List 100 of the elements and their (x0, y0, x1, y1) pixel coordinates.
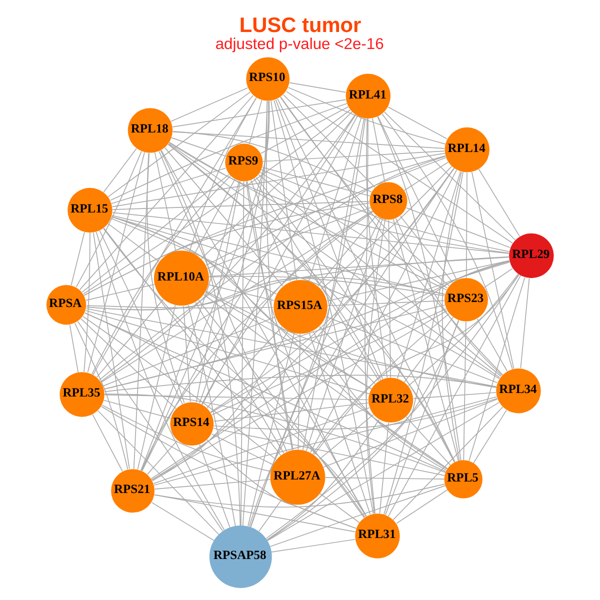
connector (92, 414, 123, 472)
connector (286, 91, 513, 244)
connector (262, 150, 445, 162)
connector (326, 260, 510, 302)
connector (137, 304, 176, 470)
connector (82, 174, 230, 293)
connector (210, 260, 510, 414)
connector (154, 484, 446, 508)
connector (86, 276, 446, 310)
connector (262, 166, 371, 196)
connector (317, 215, 377, 287)
connector (240, 180, 244, 526)
connector (172, 131, 372, 193)
connector (164, 147, 284, 286)
connector (96, 298, 164, 378)
connector (84, 232, 90, 372)
connector (318, 414, 374, 460)
connector (70, 232, 85, 286)
connector (97, 410, 220, 535)
connector (312, 330, 447, 471)
connector (198, 300, 365, 518)
connector (142, 114, 356, 472)
connector (80, 318, 176, 410)
connector (396, 218, 502, 376)
connector (92, 175, 231, 375)
connector (277, 98, 456, 462)
connector (325, 477, 445, 480)
connector (189, 98, 257, 252)
connector (112, 201, 370, 210)
connector (84, 312, 446, 472)
connector (406, 207, 511, 248)
connector (203, 294, 448, 469)
connector (104, 304, 446, 390)
node-circle: RPL27A (270, 450, 326, 505)
connector (261, 169, 510, 252)
connector (323, 398, 498, 468)
connector (471, 172, 514, 370)
connector (103, 228, 282, 456)
connector (388, 220, 391, 378)
node-circle: RPL29 (509, 233, 554, 278)
connector (242, 100, 268, 526)
connector (366, 118, 388, 378)
connector (92, 232, 130, 470)
connector (100, 114, 356, 382)
connector (183, 306, 191, 402)
node-circle: RPL34 (496, 368, 541, 414)
node-circle: RPL35 (60, 372, 104, 417)
connector (146, 152, 185, 404)
connector (108, 223, 160, 262)
connector (288, 87, 446, 144)
node-circle: RPL5 (444, 460, 482, 498)
connector (254, 178, 380, 382)
connector (86, 284, 155, 301)
connector (111, 216, 448, 470)
node-circle: RPSA (46, 285, 86, 325)
connector (213, 398, 498, 430)
connector (103, 228, 366, 518)
connector (372, 118, 386, 183)
connector (400, 216, 454, 283)
connector (154, 494, 356, 532)
node-circle: RPS21 (111, 469, 155, 513)
connector (308, 117, 362, 282)
connector (104, 262, 510, 390)
connector (194, 178, 236, 254)
connector (110, 103, 348, 201)
node-circle: RPL10A (154, 250, 209, 306)
connector (152, 330, 288, 482)
connector (196, 180, 241, 402)
connector (377, 116, 462, 461)
connector (170, 87, 248, 122)
connector (320, 493, 360, 524)
connector (379, 422, 390, 514)
connector (172, 99, 346, 128)
connector (147, 440, 178, 475)
connector (406, 416, 451, 466)
connector (100, 406, 357, 529)
connector (87, 152, 145, 373)
connector (158, 151, 288, 452)
connector (473, 410, 507, 464)
connector (270, 485, 446, 547)
connector (104, 394, 368, 400)
connector (275, 99, 384, 380)
connector (154, 152, 176, 252)
connector (319, 326, 376, 384)
connector (463, 321, 466, 461)
connector (468, 277, 526, 462)
connector (208, 276, 446, 296)
node-circle: RPL15 (68, 188, 112, 233)
connector (212, 308, 446, 416)
connector (378, 116, 458, 280)
node-circle: RPS15A (274, 280, 328, 334)
connector (133, 152, 150, 470)
connector (108, 92, 251, 198)
connector (151, 168, 454, 480)
node-circle: RPL32 (368, 378, 414, 423)
connector (206, 440, 357, 529)
connector (250, 218, 381, 528)
connector (206, 290, 497, 388)
connector (283, 94, 376, 188)
connector (260, 172, 448, 288)
